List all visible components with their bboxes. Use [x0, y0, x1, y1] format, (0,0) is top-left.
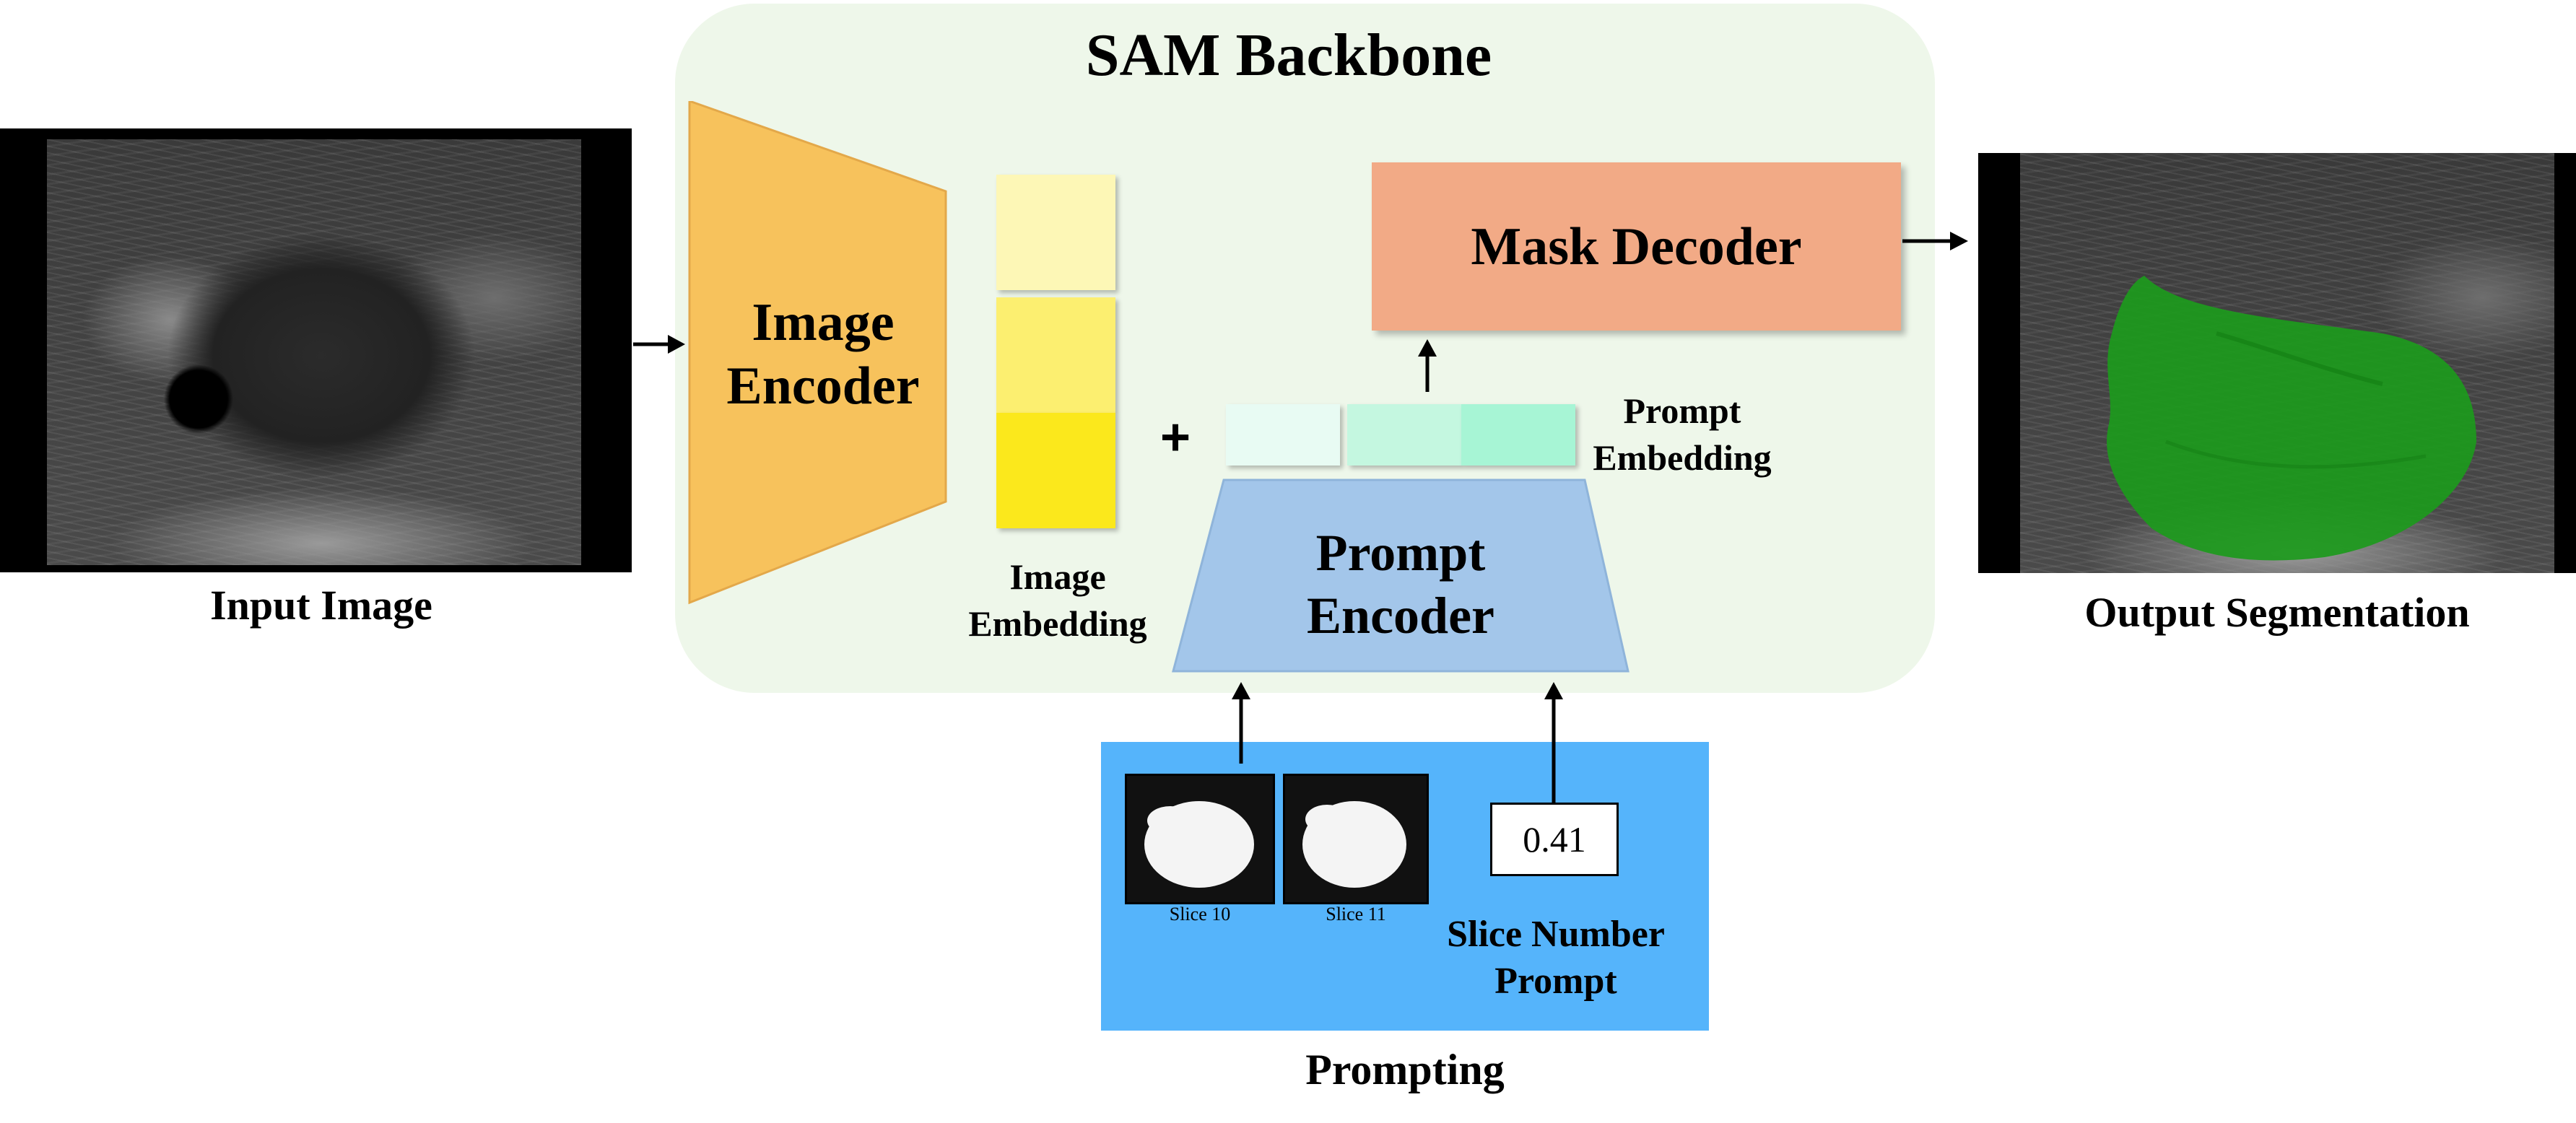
plus-sign: +: [1159, 408, 1191, 466]
input-ultrasound-image: [0, 128, 632, 572]
slice-11-mask-shape: [1302, 801, 1406, 888]
image-encoder-label-line1: Image: [752, 293, 895, 352]
mask-decoder-block: [1372, 162, 1901, 331]
slice-11-label: Slice 11: [1326, 904, 1386, 925]
input-image-label: Input Image: [210, 582, 432, 629]
slice-10-thumbnail: [1125, 774, 1275, 904]
slice-number-value: 0.41: [1523, 819, 1586, 860]
prompt-encoder-label-line2: Encoder: [1307, 587, 1494, 644]
output-segmentation-image: [1978, 153, 2576, 573]
arrow-slice-mask-to-encoder: [1232, 682, 1250, 764]
prompt-embedding-label-line1: Prompt: [1623, 390, 1741, 431]
input-ultrasound-texture: [47, 139, 581, 565]
image-embedding-block-1: [996, 175, 1115, 290]
prompt-encoder-block: [1172, 479, 1629, 673]
arrow-input-to-encoder: [633, 335, 685, 354]
image-embedding-block-2: [996, 297, 1115, 413]
image-embedding-label-line1: Image: [1009, 556, 1106, 597]
arrow-slice-number-to-encoder: [1544, 682, 1563, 803]
prompt-embedding-block-3: [1461, 404, 1575, 466]
arrow-decoder-to-output: [1902, 232, 1968, 250]
output-segmentation-label: Output Segmentation: [2084, 589, 2470, 636]
slice-10-mask-shape: [1144, 801, 1254, 888]
slice-10-label: Slice 10: [1169, 904, 1231, 925]
arrow-embedding-to-decoder: [1418, 339, 1437, 392]
slice-number-value-box: 0.41: [1490, 803, 1619, 876]
prompt-embedding-block-1: [1226, 404, 1340, 466]
slice-number-prompt-line1: Slice Number: [1447, 914, 1665, 955]
prompt-encoder-label-line1: Prompt: [1315, 524, 1486, 582]
segmentation-mask: [2107, 276, 2476, 561]
prompt-embedding-block-2: [1347, 404, 1461, 466]
image-encoder-block: [688, 101, 947, 605]
image-encoder-label-line2: Encoder: [726, 357, 920, 416]
image-embedding-block-3: [996, 413, 1115, 528]
prompt-embedding-label-line2: Embedding: [1593, 437, 1772, 478]
sam-backbone-title: SAM Backbone: [1085, 22, 1492, 89]
prompting-label: Prompting: [1305, 1046, 1505, 1093]
slice-11-thumbnail: [1283, 774, 1429, 904]
slice-number-prompt-line2: Prompt: [1494, 961, 1617, 1002]
image-embedding-label-line2: Embedding: [968, 603, 1147, 644]
mask-decoder-label: Mask Decoder: [1471, 217, 1802, 276]
